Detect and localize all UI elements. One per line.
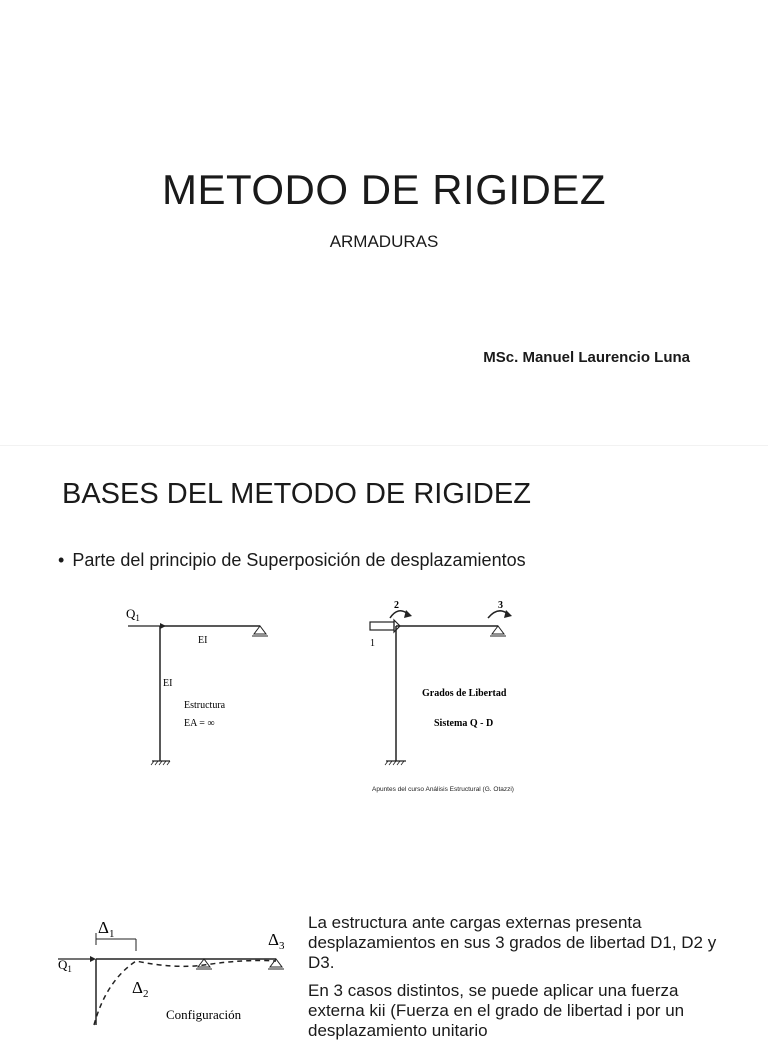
dof-figure: 1 2 3 Grados de Libertad Sistema Q - D bbox=[369, 600, 512, 766]
title-slide: METODO DE RIGIDEZ ARMADURAS MSc. Manuel … bbox=[0, 0, 768, 445]
dof3-label: 3 bbox=[498, 600, 503, 611]
mid-support-icon bbox=[197, 958, 211, 968]
dof3-arrow-head-icon bbox=[504, 610, 512, 618]
delta1-label: Δ1 bbox=[98, 918, 114, 940]
dof1-arrow-head-icon bbox=[393, 618, 401, 634]
deformed-figure: Δ1 Q1 Δ2 Δ3 Configuración bbox=[58, 918, 285, 1026]
bullet-item: • Parte del principio de Superposición de… bbox=[58, 550, 526, 571]
delta3-label: Δ3 bbox=[268, 930, 285, 952]
beam-label: EI bbox=[198, 635, 207, 646]
dof1-label: 1 bbox=[370, 638, 375, 649]
dof-label-2: Sistema Q - D bbox=[434, 718, 493, 729]
content-slide: BASES DEL METODO DE RIGIDEZ • Parte del p… bbox=[0, 445, 768, 1040]
bottom-load-arrow-head-icon bbox=[90, 956, 96, 962]
dof2-arrow-head-icon bbox=[404, 610, 412, 618]
dof-label-1: Grados de Libertad bbox=[422, 688, 507, 699]
dof2-label: 2 bbox=[394, 600, 399, 611]
slide-subtitle: ARMADURAS bbox=[329, 232, 439, 251]
bullet-dot-icon: • bbox=[58, 550, 65, 570]
dof1-arrow-icon bbox=[369, 621, 395, 631]
deformed-shape-line bbox=[93, 959, 277, 1026]
slide-title: METODO DE RIGIDEZ bbox=[161, 166, 607, 213]
config-label: Configuración bbox=[166, 1007, 242, 1022]
body-text: La estructura ante cargas externas prese… bbox=[308, 913, 718, 1049]
end-support-icon bbox=[269, 958, 283, 968]
load-label: Q1 bbox=[126, 606, 140, 623]
bullet-text: Parte del principio de Superposición de … bbox=[72, 550, 526, 570]
bottom-load-label: Q1 bbox=[58, 957, 72, 974]
dof-roller-support-icon bbox=[491, 625, 505, 635]
paragraph-1: La estructura ante cargas externas prese… bbox=[308, 913, 717, 972]
structure-figure: Q1 EI EI Estructura EA = ∞ bbox=[126, 606, 268, 766]
dof-fixed-hatch bbox=[384, 760, 405, 766]
delta2-label: Δ2 bbox=[132, 978, 148, 1000]
slide-heading: BASES DEL METODO DE RIGIDEZ bbox=[62, 478, 531, 510]
roller-support-icon bbox=[253, 625, 267, 635]
column-label: EI bbox=[163, 678, 172, 689]
structure-label: Estructura bbox=[184, 700, 226, 711]
fixed-hatch bbox=[150, 760, 171, 766]
author-name: MSc. Manuel Laurencio Luna bbox=[483, 349, 690, 366]
figure-caption: Apuntes del curso Análisis Estructural (… bbox=[372, 786, 514, 793]
paragraph-2: En 3 casos distintos, se puede aplicar u… bbox=[308, 981, 685, 1040]
ea-label: EA = ∞ bbox=[184, 718, 215, 729]
